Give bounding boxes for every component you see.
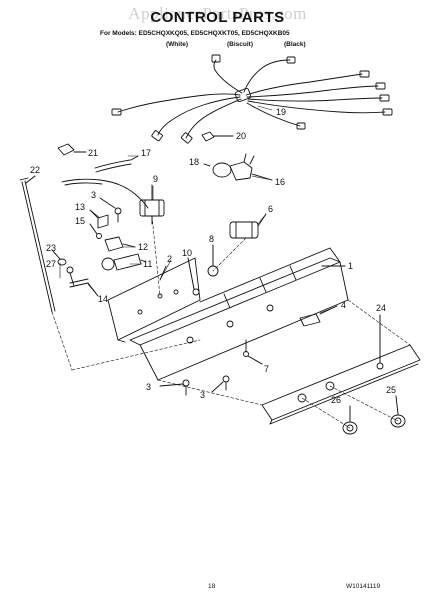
screw-3-lower bbox=[159, 375, 230, 396]
part-13-bracket bbox=[89, 209, 109, 229]
callout-13: 13 bbox=[75, 202, 85, 212]
callout-14: 14 bbox=[98, 294, 108, 304]
callout-25: 25 bbox=[386, 385, 396, 395]
callout-20: 20 bbox=[236, 131, 246, 141]
callout-19: 19 bbox=[276, 107, 286, 117]
callout-24: 24 bbox=[376, 303, 386, 313]
callout-10: 10 bbox=[182, 248, 192, 258]
part-21 bbox=[57, 143, 87, 156]
variant-black: (Black) bbox=[284, 41, 306, 48]
header: AppliancePartsPros.com CONTROL PARTS For… bbox=[0, 0, 435, 56]
callout-17: 17 bbox=[141, 148, 151, 158]
part-14 bbox=[69, 278, 99, 297]
callout-3c: 3 bbox=[91, 190, 96, 200]
part-6 bbox=[229, 213, 267, 239]
variant-white: (White) bbox=[166, 41, 189, 48]
callout-21: 21 bbox=[88, 148, 98, 158]
callout-1: 1 bbox=[348, 261, 353, 271]
part-2-plate bbox=[107, 257, 201, 343]
callout-2: 2 bbox=[167, 254, 172, 264]
callout-12: 12 bbox=[138, 242, 148, 252]
page-title: CONTROL PARTS bbox=[150, 9, 285, 26]
callout-7: 7 bbox=[264, 364, 269, 374]
callout-23: 23 bbox=[46, 243, 56, 253]
wire-17-9 bbox=[61, 178, 149, 209]
part-24-panel bbox=[261, 314, 421, 425]
callout-4: 4 bbox=[341, 300, 346, 310]
wire-harness bbox=[111, 54, 393, 144]
callout-labels: 1 2 3 3 3 4 6 7 8 9 10 11 12 13 14 15 16… bbox=[30, 107, 396, 405]
part-4 bbox=[299, 305, 338, 327]
screw-3-upper bbox=[99, 197, 122, 223]
callout-18: 18 bbox=[189, 157, 199, 167]
page-number: 18 bbox=[208, 583, 216, 590]
callout-16: 16 bbox=[275, 177, 285, 187]
callout-6: 6 bbox=[268, 204, 273, 214]
part-11-shaft bbox=[101, 253, 147, 271]
callout-3a: 3 bbox=[146, 382, 151, 392]
lamp-socket bbox=[203, 153, 273, 181]
callout-22: 22 bbox=[30, 165, 40, 175]
part-20-clip bbox=[201, 131, 234, 142]
document-number: W10141119 bbox=[346, 583, 381, 590]
callout-3b: 3 bbox=[200, 390, 205, 400]
alignment-lines bbox=[51, 215, 411, 429]
part-1-housing bbox=[129, 247, 349, 381]
watermark: AppliancePartsPros.com bbox=[128, 4, 307, 23]
callout-9: 9 bbox=[153, 174, 158, 184]
callout-15: 15 bbox=[75, 216, 85, 226]
part-17-tube bbox=[94, 155, 139, 173]
callout-26: 26 bbox=[331, 395, 341, 405]
callout-11: 11 bbox=[143, 259, 152, 269]
screw-7 bbox=[243, 339, 263, 365]
variant-biscuit: (Biscuit) bbox=[227, 41, 253, 48]
callout-27: 27 bbox=[46, 259, 56, 269]
part-12 bbox=[104, 236, 136, 252]
models-line: For Models: ED5CHQXKQ05, ED5CHQXKT05, ED… bbox=[100, 30, 290, 37]
leader-lines bbox=[25, 105, 399, 422]
callout-8: 8 bbox=[209, 234, 214, 244]
